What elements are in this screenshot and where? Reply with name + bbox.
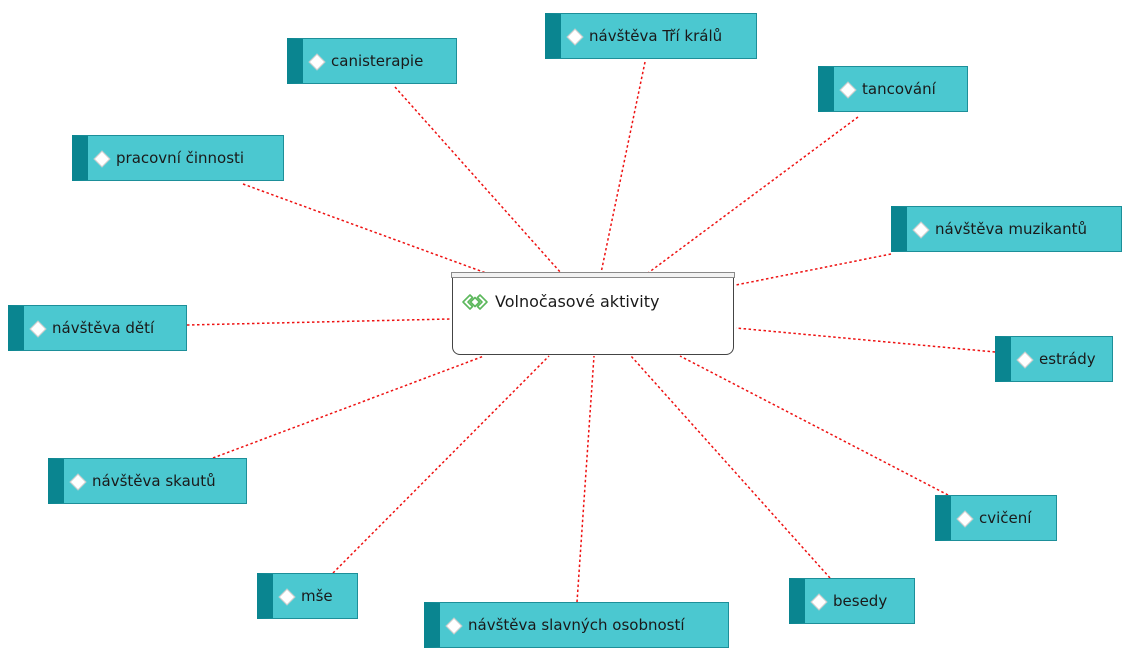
- topic-pracovni-cinnosti[interactable]: pracovní činnosti: [72, 135, 284, 181]
- topic-besedy[interactable]: besedy: [789, 578, 915, 624]
- connector-line: [600, 61, 646, 274]
- topic-label: návštěva Tří králů: [589, 27, 723, 45]
- topic-label: návštěva slavných osobností: [468, 616, 685, 634]
- double-diamond-icon: [462, 293, 488, 310]
- topic-label: estrády: [1039, 350, 1096, 368]
- connector-line: [394, 86, 562, 274]
- diamond-icon: [1017, 352, 1032, 367]
- diamond-icon: [70, 474, 85, 489]
- topic-canisterapie[interactable]: canisterapie: [287, 38, 457, 84]
- topic-label: tancování: [862, 80, 936, 98]
- topic-tancovani[interactable]: tancování: [818, 66, 968, 112]
- topic-label: canisterapie: [331, 52, 424, 70]
- diamond-icon: [446, 618, 461, 633]
- topic-navsteva-slavnych-osobnosti[interactable]: návštěva slavných osobností: [424, 602, 729, 648]
- topic-label: pracovní činnosti: [116, 149, 245, 167]
- connector-line: [212, 355, 485, 459]
- diamond-icon: [94, 151, 109, 166]
- diamond-icon: [957, 511, 972, 526]
- topic-navsteva-skautu[interactable]: návštěva skautů: [48, 458, 247, 504]
- topic-label: mše: [301, 587, 333, 605]
- connector-line: [735, 327, 996, 353]
- diamond-icon: [279, 589, 294, 604]
- diamond-icon: [309, 54, 324, 69]
- diamond-icon: [567, 29, 582, 44]
- topic-estrady[interactable]: estrády: [995, 336, 1113, 382]
- diamond-icon: [30, 321, 45, 336]
- topic-label: návštěva dětí: [52, 319, 155, 337]
- connector-line: [576, 355, 595, 603]
- connector-line: [242, 183, 487, 274]
- connector-line: [735, 253, 892, 286]
- connector-line: [679, 355, 949, 496]
- topic-label: besedy: [833, 592, 888, 610]
- diamond-icon: [913, 222, 928, 237]
- topic-navsteva-deti[interactable]: návštěva dětí: [8, 305, 187, 351]
- connector-line: [186, 318, 451, 326]
- topic-label: cvičení: [979, 509, 1032, 527]
- connector-line: [630, 355, 831, 579]
- topic-label: návštěva skautů: [92, 472, 216, 490]
- connector-line: [647, 116, 859, 274]
- topic-mse[interactable]: mše: [257, 573, 358, 619]
- topic-navsteva-tri-kralu[interactable]: návštěva Tří králů: [545, 13, 757, 59]
- topic-label: návštěva muzikantů: [935, 220, 1088, 238]
- diamond-icon: [840, 82, 855, 97]
- diamond-icon: [811, 594, 826, 609]
- connector-line: [332, 355, 550, 574]
- topic-cviceni[interactable]: cvičení: [935, 495, 1057, 541]
- central-topic-title: Volnočasové aktivity: [495, 292, 660, 311]
- topic-navsteva-muzikantu[interactable]: návštěva muzikantů: [891, 206, 1122, 252]
- central-topic[interactable]: Volnočasové aktivity: [451, 272, 735, 355]
